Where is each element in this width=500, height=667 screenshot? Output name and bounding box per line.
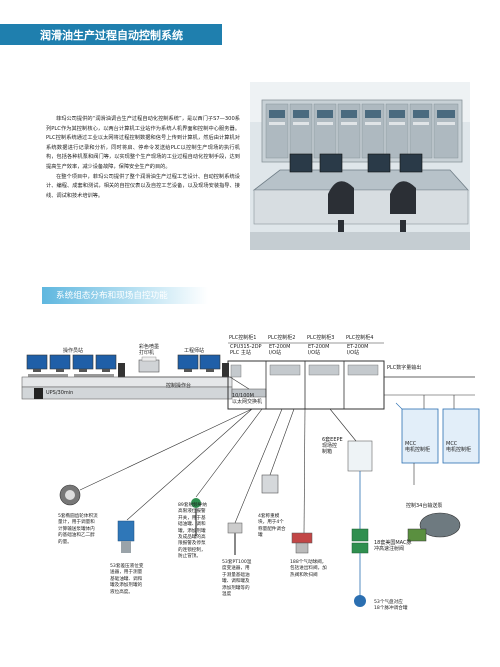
printer-label: 彩色喷墨 打印机 <box>139 344 160 356</box>
level-transmitter-icon <box>117 520 135 553</box>
plc-3-line2: I/O站 <box>308 350 321 356</box>
ethernet-switch-label: 10/100M 以太网交换机 <box>232 393 263 405</box>
section-title: 系统组态分布和现场自控功能 <box>56 291 168 301</box>
item-flowmeter-text: 5套椭圆齿轮体积流量计，用于调量和计算输送泵罐体内的基础油和乙二醇的量。 <box>58 514 98 545</box>
plc-cabinet-3-head: PLC控制柜3 <box>307 335 335 341</box>
page-title: 润滑油生产过程自动控制系统 <box>40 29 183 42</box>
injection-valve-label: 18套美国MAC脉 冲高速注射阀 <box>374 540 412 552</box>
mcc-1-label: MCC 电机控制柜 <box>405 441 431 453</box>
plc-cabinet-1-head: PLC控制柜1 <box>229 335 257 341</box>
pump-icon <box>407 512 461 542</box>
plc-output-label: PLC数字量输出 <box>387 365 422 371</box>
pump-station-label: 控制34台输送泵 <box>406 503 443 509</box>
mcc-2-label: MCC 电机控制柜 <box>446 441 472 453</box>
plc-2-line1: ET-200M <box>269 344 291 350</box>
printer-icon <box>138 356 160 373</box>
ups-label: UPS/30min <box>46 390 74 396</box>
operator-monitors <box>26 354 117 372</box>
control-room-photo <box>250 82 470 250</box>
header-bar <box>0 24 222 45</box>
plc-cabinet-4-head: PLC控制柜4 <box>346 335 374 341</box>
item-ball-valve-text: 188个气动球阀，包括进出料阀，加热阀和吹扫阀 <box>290 560 327 578</box>
intro-paragraph-2: 在整个项目中，菲玛公司提供了整个润滑油生产过程工艺设计、自动控制系统设计、编程、… <box>46 173 240 199</box>
weighing-module-icon <box>261 474 279 494</box>
plc-cabinet-2-head: PLC控制柜2 <box>268 335 296 341</box>
item-level-switch-text: 89套射频导纳高限液位报警开关，用于基础油罐、调和罐，添加剂罐及成品罐的高限报警… <box>178 503 207 560</box>
flowmeter-icon <box>59 484 81 506</box>
control-console-label: 控制操作台 <box>166 383 192 389</box>
intro-text: 菲玛公司提供的“润滑油调合生产过程自动化控制系统”，是以西门子S7—300系列P… <box>46 115 240 201</box>
plc-2-line2: I/O站 <box>269 350 282 356</box>
plc-4-line1: ET-200M <box>347 344 369 350</box>
temperature-transmitter-icon <box>227 522 243 555</box>
engineer-station-label: 工程师站 <box>184 348 205 354</box>
air-disc-icon <box>354 553 366 607</box>
item-weighing-text: 4套称重模块，用于4个称量配件调合罐 <box>258 514 286 539</box>
plc-3-line1: ET-200M <box>308 344 330 350</box>
item-air-disc-text: 53个气盘对应 18个脉冲调合罐 <box>374 600 408 612</box>
ball-valve-icon <box>291 532 313 554</box>
field-cabinet-label: 6套EEPE 现场控 制箱 <box>322 437 343 455</box>
system-diagram <box>21 342 480 607</box>
level-switch-icon <box>191 498 201 536</box>
plc-1-line2: PLC 主站 <box>230 350 251 356</box>
intro-paragraph-1: 菲玛公司提供的“润滑油调合生产过程自动化控制系统”，是以西门子S7—300系列P… <box>46 116 240 170</box>
section-bar <box>42 287 208 304</box>
injection-valve-icon <box>351 528 369 554</box>
engineer-monitors <box>177 354 221 372</box>
item-temperature-text: 53套PT100温度变送器，用于测量基础油罐、调和罐及添加剂罐等的温度 <box>222 560 252 598</box>
plc-4-line2: I/O站 <box>347 350 360 356</box>
item-level-transmitter-text: 53套差压液位变送器，用于测量基础油罐、调和罐及添加剂罐的液位高度。 <box>110 564 144 595</box>
plc-1-line1: CPU315-2DP <box>230 344 262 350</box>
operator-station-label: 操作员站 <box>63 348 84 354</box>
